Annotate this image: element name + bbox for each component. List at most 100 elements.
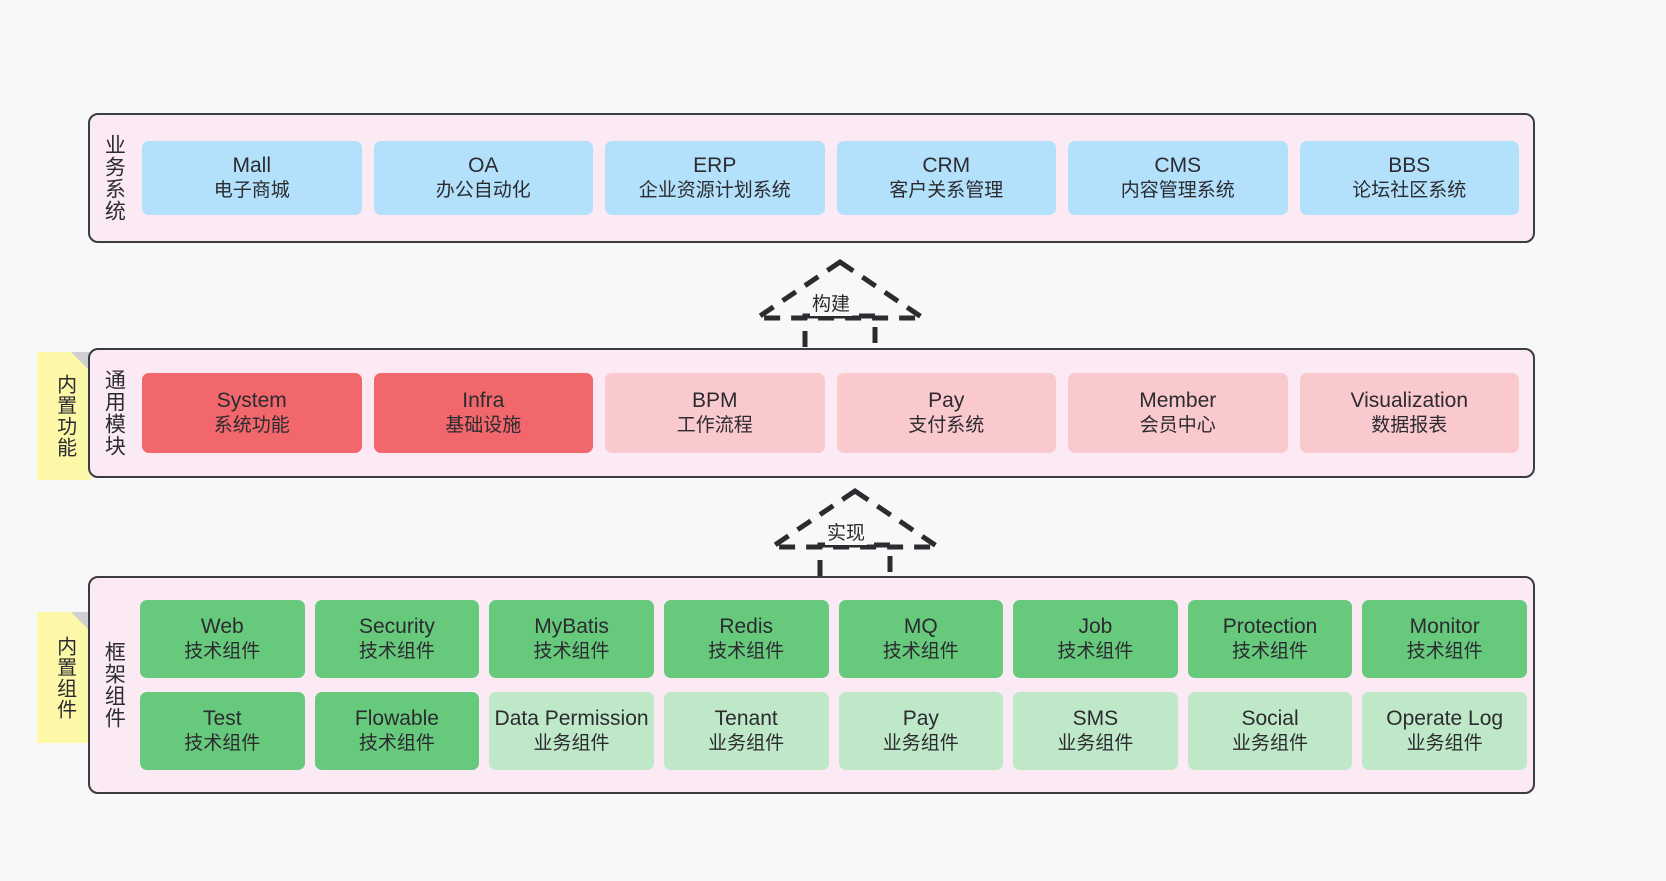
box-oa[interactable]: OA 办公自动化 [373, 141, 593, 215]
box-test[interactable]: Test 技术组件 [140, 692, 305, 770]
box-security-cn: 技术组件 [358, 641, 435, 663]
layer-business-system: 业务系统 Mall 电子商城 OA 办公自动化 ERP 企业资源计划系统 CRM… [88, 113, 1535, 243]
box-oa-en: OA [468, 153, 499, 177]
box-web-en: Web [200, 614, 244, 638]
box-social-cn: 业务组件 [1232, 733, 1309, 755]
box-bpm[interactable]: BPM 工作流程 [605, 373, 825, 453]
box-oa-cn: 办公自动化 [435, 180, 531, 202]
box-pay-module[interactable]: Pay 支付系统 [836, 373, 1056, 453]
box-bpm-cn: 工作流程 [676, 415, 753, 437]
box-mq-en: MQ [903, 614, 938, 638]
layer-title-frame: 框架组件 [102, 641, 126, 729]
box-security-en: Security [359, 614, 435, 638]
box-web[interactable]: Web 技术组件 [140, 600, 305, 678]
box-social[interactable]: Social 业务组件 [1187, 692, 1353, 770]
box-protection-en: Protection [1222, 614, 1318, 638]
box-infra-cn: 基础设施 [445, 415, 522, 437]
box-mybatis[interactable]: MyBatis 技术组件 [489, 600, 654, 678]
box-data-permission-cn: 业务组件 [533, 733, 610, 755]
box-bbs-cn: 论坛社区系统 [1352, 180, 1467, 202]
box-mybatis-cn: 技术组件 [533, 641, 610, 663]
box-pay-module-cn: 支付系统 [908, 415, 985, 437]
frame-row-business: Test 技术组件 Flowable 技术组件 Data Permission … [140, 692, 1527, 770]
connector-implement-label: 实现 [825, 518, 868, 545]
box-protection[interactable]: Protection 技术组件 [1187, 600, 1353, 678]
box-mall[interactable]: Mall 电子商城 [142, 141, 362, 215]
box-infra[interactable]: Infra 基础设施 [373, 373, 593, 453]
box-system-cn: 系统功能 [213, 415, 290, 437]
box-protection-cn: 技术组件 [1232, 641, 1309, 663]
box-monitor-en: Monitor [1409, 614, 1480, 638]
box-monitor-cn: 技术组件 [1406, 641, 1483, 663]
box-bpm-en: BPM [691, 388, 738, 412]
box-data-permission-en: Data Permission [494, 706, 649, 730]
box-bbs[interactable]: BBS 论坛社区系统 [1299, 141, 1519, 215]
box-test-en: Test [203, 706, 242, 730]
note-builtin-component: 内置组件 [37, 612, 91, 743]
box-member-cn: 会员中心 [1139, 415, 1216, 437]
box-redis[interactable]: Redis 技术组件 [663, 600, 829, 678]
box-pay-component-en: Pay [902, 706, 939, 730]
box-cms-en: CMS [1154, 153, 1202, 177]
note-builtin-function: 内置功能 [37, 352, 91, 480]
box-bbs-en: BBS [1388, 153, 1431, 177]
note-builtin-function-label: 内置功能 [53, 374, 76, 458]
layer-framework-component: 框架组件 Web 技术组件 Security 技术组件 MyBatis 技术组件… [88, 576, 1535, 794]
box-mq-cn: 技术组件 [882, 641, 959, 663]
box-operate-log-en: Operate Log [1386, 706, 1504, 730]
box-erp-cn: 企业资源计划系统 [638, 180, 791, 202]
box-monitor[interactable]: Monitor 技术组件 [1362, 600, 1527, 678]
box-mybatis-en: MyBatis [534, 614, 609, 638]
box-test-cn: 技术组件 [184, 733, 261, 755]
box-operate-log-cn: 业务组件 [1406, 733, 1483, 755]
box-sms-cn: 业务组件 [1057, 733, 1134, 755]
box-mall-cn: 电子商城 [213, 180, 290, 202]
box-flowable-cn: 技术组件 [358, 733, 435, 755]
box-job-en: Job [1078, 614, 1113, 638]
frame-row-technical: Web 技术组件 Security 技术组件 MyBatis 技术组件 Redi… [140, 600, 1527, 678]
box-infra-en: Infra [462, 388, 505, 412]
box-visualization-cn: 数据报表 [1371, 415, 1448, 437]
box-flowable-en: Flowable [354, 706, 439, 730]
box-tenant[interactable]: Tenant 业务组件 [663, 692, 829, 770]
note-builtin-component-label: 内置组件 [53, 635, 76, 720]
box-tenant-cn: 业务组件 [708, 733, 785, 755]
box-web-cn: 技术组件 [184, 641, 261, 663]
note-fold-icon [71, 352, 91, 372]
layer-body-common: System 系统功能 Infra 基础设施 BPM 工作流程 Pay 支付系统… [136, 350, 1533, 476]
box-pay-component[interactable]: Pay 业务组件 [838, 692, 1004, 770]
connector-build-label: 构建 [810, 289, 853, 316]
box-job-cn: 技术组件 [1057, 641, 1134, 663]
box-redis-cn: 技术组件 [708, 641, 785, 663]
box-job[interactable]: Job 技术组件 [1013, 600, 1178, 678]
box-data-permission[interactable]: Data Permission 业务组件 [489, 692, 654, 770]
layer-body-frame: Web 技术组件 Security 技术组件 MyBatis 技术组件 Redi… [136, 578, 1533, 792]
box-mq[interactable]: MQ 技术组件 [838, 600, 1004, 678]
box-sms[interactable]: SMS 业务组件 [1013, 692, 1178, 770]
box-security[interactable]: Security 技术组件 [314, 600, 480, 678]
box-mall-en: Mall [232, 153, 271, 177]
note-fold-icon [71, 612, 91, 632]
box-tenant-en: Tenant [714, 706, 778, 730]
layer-title-common: 通用模块 [102, 369, 126, 457]
box-erp-en: ERP [693, 153, 737, 177]
box-cms-cn: 内容管理系统 [1120, 180, 1235, 202]
box-system[interactable]: System 系统功能 [142, 373, 362, 453]
layer-title-business: 业务系统 [102, 134, 126, 222]
box-crm[interactable]: CRM 客户关系管理 [836, 141, 1056, 215]
box-social-en: Social [1241, 706, 1299, 730]
box-visualization[interactable]: Visualization 数据报表 [1299, 373, 1519, 453]
box-erp[interactable]: ERP 企业资源计划系统 [605, 141, 825, 215]
box-sms-en: SMS [1072, 706, 1119, 730]
layer-body-business: Mall 电子商城 OA 办公自动化 ERP 企业资源计划系统 CRM 客户关系… [136, 115, 1533, 241]
box-flowable[interactable]: Flowable 技术组件 [314, 692, 480, 770]
box-system-en: System [216, 388, 287, 412]
box-member-en: Member [1139, 388, 1217, 412]
box-crm-en: CRM [922, 153, 971, 177]
layer-common-module: 通用模块 System 系统功能 Infra 基础设施 BPM 工作流程 Pay… [88, 348, 1535, 478]
box-operate-log[interactable]: Operate Log 业务组件 [1362, 692, 1527, 770]
box-member[interactable]: Member 会员中心 [1068, 373, 1288, 453]
box-cms[interactable]: CMS 内容管理系统 [1068, 141, 1288, 215]
box-pay-module-en: Pay [928, 388, 965, 412]
